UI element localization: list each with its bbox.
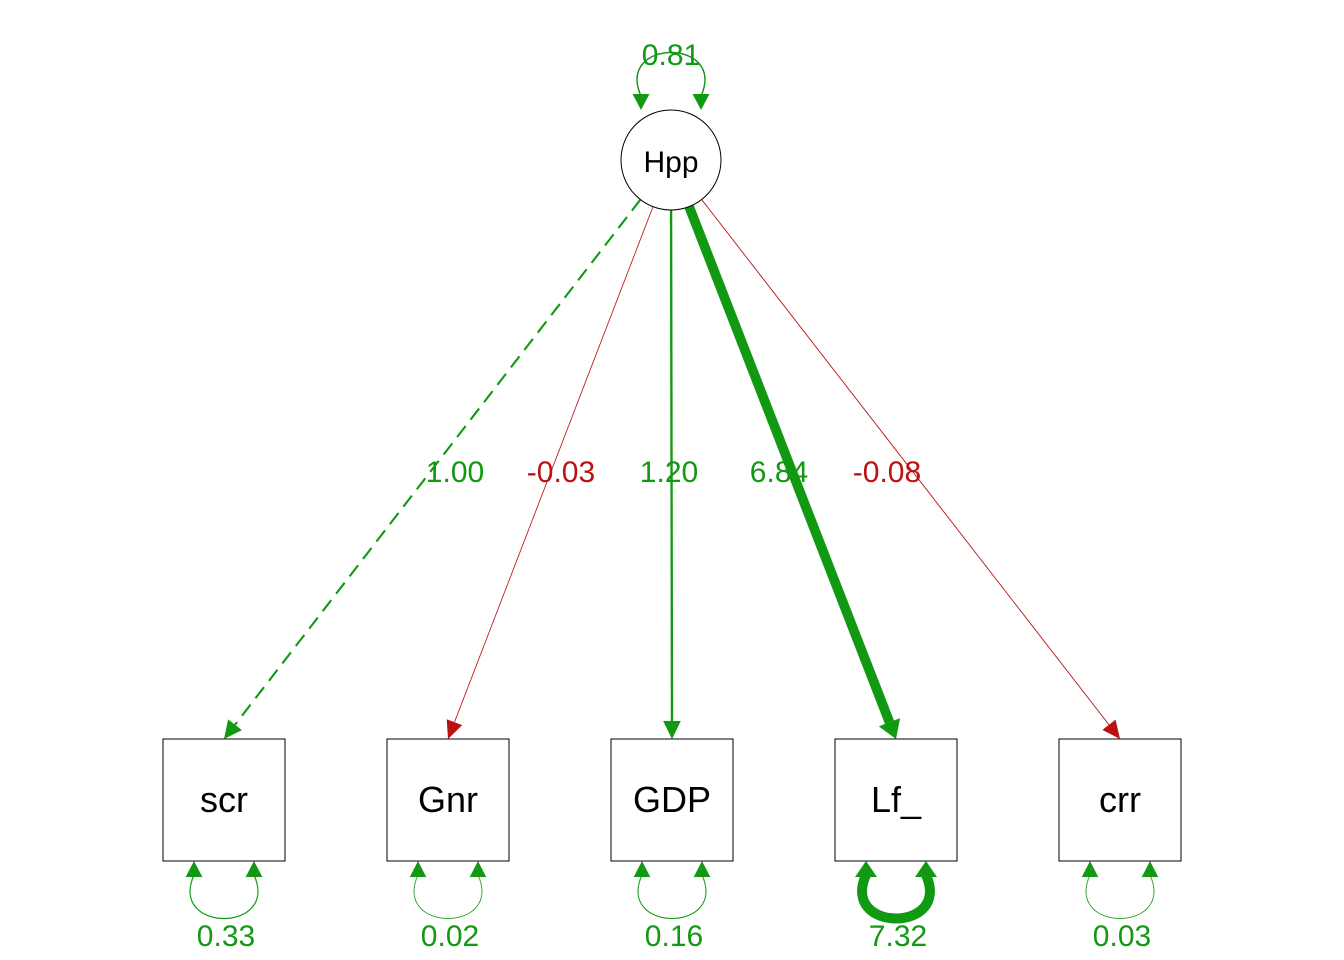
residual-label-scr: 0.33 — [197, 920, 255, 953]
latent-label: Hpp — [643, 146, 698, 179]
residual-loop-lf — [855, 861, 937, 924]
residual-label-lf: 7.32 — [869, 920, 927, 953]
latent-variance-loop — [632, 51, 710, 110]
indicator-label-gdp: GDP — [633, 779, 711, 820]
loading-path-gdp — [669, 209, 674, 722]
indicator-box-gdp — [610, 738, 734, 862]
indicator-node-scr: scr — [162, 738, 286, 862]
loading-path-scr — [234, 198, 642, 726]
arrowhead-scr — [224, 719, 242, 739]
arrowhead-gdp — [663, 720, 681, 739]
loading-path-gnr — [454, 206, 654, 723]
residual-label-gdp: 0.16 — [645, 920, 703, 953]
latent-node: Hpp — [620, 109, 722, 211]
loading-label-scr: 1.00 — [426, 456, 484, 489]
latent-variance-loop-arrowhead — [692, 94, 710, 110]
arrowhead-lf — [878, 718, 901, 739]
latent-variance-label: 0.81 — [642, 39, 700, 72]
indicator-node-crr: crr — [1058, 738, 1182, 862]
residual-loop-scr — [185, 861, 263, 920]
variance-loops: 0.81 0.33 0.02 0.16 7.32 0.03 — [185, 39, 1159, 953]
loading-path-crr — [701, 199, 1110, 726]
indicator-node-gdp: GDP — [610, 738, 734, 862]
indicator-label-gnr: Gnr — [418, 779, 478, 820]
indicator-label-lf: Lf_ — [871, 779, 922, 820]
loading-label-lf: 6.84 — [750, 456, 808, 489]
indicator-label-scr: scr — [200, 779, 248, 820]
residual-loop-gdp-arrowhead — [633, 861, 651, 877]
residual-loop-lf-arrowhead — [855, 861, 877, 877]
residual-label-crr: 0.03 — [1093, 920, 1151, 953]
loading-label-gnr: -0.03 — [527, 456, 595, 489]
loading-path-lf — [684, 204, 894, 724]
indicator-node-gnr: Gnr — [386, 738, 510, 862]
indicator-box-scr — [162, 738, 286, 862]
residual-loop-crr-arrowhead — [1141, 861, 1159, 877]
loading-labels: 1.00 -0.03 1.20 6.84 -0.08 — [426, 456, 921, 489]
arrowhead-gnr — [446, 719, 463, 739]
loading-label-gdp: 1.20 — [640, 456, 698, 489]
loading-label-crr: -0.08 — [853, 456, 921, 489]
residual-loop-crr-arrowhead — [1081, 861, 1099, 877]
residual-loop-gnr-arrowhead — [469, 861, 487, 877]
indicator-box-gnr — [386, 738, 510, 862]
indicator-label-crr: crr — [1099, 779, 1141, 820]
residual-loop-gdp — [633, 861, 711, 920]
residual-loop-scr-arrowhead — [185, 861, 203, 877]
arrowhead-crr — [1102, 719, 1120, 739]
residual-loop-gnr — [409, 861, 487, 919]
indicator-box-lf — [834, 738, 958, 862]
latent-circle — [620, 109, 722, 211]
residual-loop-lf-arrowhead — [915, 861, 937, 877]
residual-loop-gnr-arrowhead — [409, 861, 427, 877]
residual-loop-gdp-arrowhead — [693, 861, 711, 877]
residual-label-gnr: 0.02 — [421, 920, 479, 953]
latent-variance-loop-arrowhead — [632, 94, 650, 110]
residual-loop-scr-arrowhead — [245, 861, 263, 877]
indicator-box-crr — [1058, 738, 1182, 862]
indicator-node-lf: Lf_ — [834, 738, 958, 862]
residual-loop-crr — [1081, 861, 1159, 919]
loading-paths — [224, 198, 1120, 739]
indicator-nodes: scr Gnr GDP Lf_ crr — [162, 738, 1182, 862]
